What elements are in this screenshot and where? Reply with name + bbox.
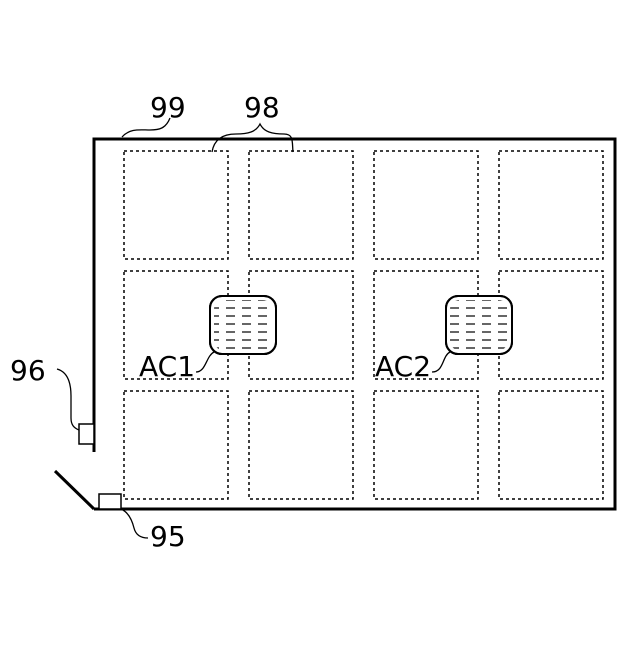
ac2-label: AC2 bbox=[375, 350, 431, 383]
room-outline bbox=[94, 139, 615, 509]
side-device bbox=[79, 424, 94, 444]
door-device-ref-label: 95 bbox=[150, 520, 186, 553]
grid-cell-r1-c3 bbox=[374, 151, 478, 259]
grid-cell-r3-c3 bbox=[374, 391, 478, 499]
grid-cell-r1-c4 bbox=[499, 151, 603, 259]
grid-cell-r1-c2 bbox=[249, 151, 353, 259]
grid-cell-r1-c1 bbox=[124, 151, 228, 259]
grid-cell-r3-c1 bbox=[124, 391, 228, 499]
ac2-ref-leader bbox=[432, 352, 450, 372]
cells-ref-label: 98 bbox=[244, 91, 280, 124]
door-device bbox=[99, 494, 121, 509]
air-conditioner-ac2 bbox=[446, 296, 512, 354]
side-device-ref-label: 96 bbox=[10, 354, 46, 387]
grid-cell-r3-c4 bbox=[499, 391, 603, 499]
grid-cell-r2-c4 bbox=[499, 271, 603, 379]
air-conditioner-ac1 bbox=[210, 296, 276, 354]
grid-cells bbox=[124, 151, 603, 499]
room-ref-label: 99 bbox=[150, 91, 186, 124]
door-leaf bbox=[55, 471, 94, 509]
grid-cell-r3-c2 bbox=[249, 391, 353, 499]
ac1-ref-leader bbox=[196, 352, 214, 372]
ac1-label: AC1 bbox=[139, 350, 195, 383]
side-device-ref-leader bbox=[57, 369, 79, 430]
door-device-ref-leader bbox=[121, 509, 148, 538]
